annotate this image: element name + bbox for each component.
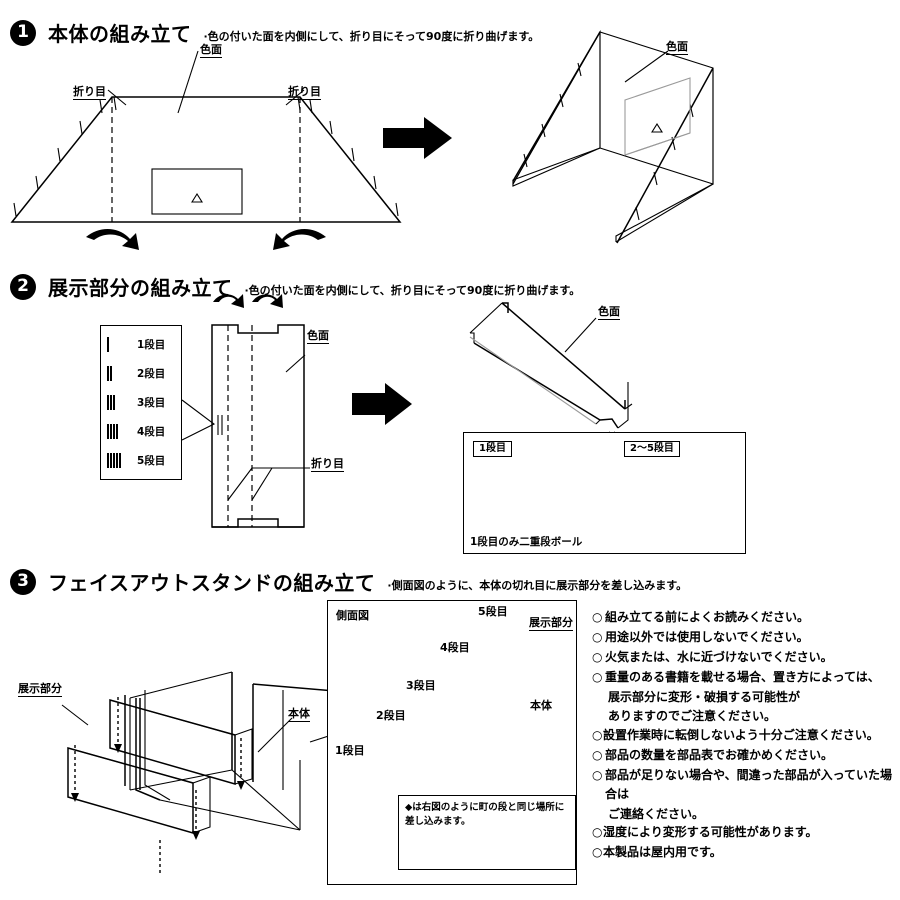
tier-marks-3 [107,395,129,410]
notice-bullet-icon: ○ [592,727,603,742]
notice-bullet-icon: ○ [592,649,603,664]
insert-note-box: ◆は右図のように町の段と同じ場所に差し込みます。 [398,795,576,870]
notice-item: ○ 組み立てる前によくお読みください。 [592,608,897,627]
step2-flat-panel [181,294,310,528]
notice-text: 用途以外では使用しないでください。 [605,629,809,644]
sideview-tier-2: 2段目 [376,709,406,722]
notice-text: 部品が足りない場合や、間違った部品が入っていた場合は [605,767,893,801]
label-color-face-folded-2: 色面 [598,305,620,321]
insert-note-text: ◆は右図のように町の段と同じ場所に差し込みます。 [405,802,565,827]
notice-bullet-icon: ○ [592,629,603,644]
notice-bullet-icon: ○ [592,669,603,684]
tier-label-3: 3段目 [137,397,166,409]
notice-text: 部品の数量を部品表でお確かめください。 [605,747,834,762]
notice-bullet-icon: ○ [592,825,603,840]
label-fold-2: 折り目 [311,457,344,473]
step1-folded-body [512,29,714,244]
step-3-note: ·側面図のように、本体の切れ目に展示部分を差し込みます。 [387,579,688,592]
detail-tag-tier1: 1段目 [473,441,512,457]
sideview-label-main-body: 本体 [530,699,552,712]
notice-item: ○ 用途以外では使用しないでください。 [592,628,897,647]
notice-continuation: ありますのでご注意ください。 [608,708,777,723]
sideview-title: 側面図 [336,609,369,622]
sideview-tier-5: 5段目 [478,605,508,618]
tier-legend-row: 4段目 [101,417,181,446]
step-1-number: 1 [10,19,36,46]
notice-text: 組み立てる前によくお読みください。 [605,610,810,624]
step-1-header: 1 本体の組み立て ·色の付いた面を内側にして、折り目にそって90度に折り曲げま… [10,18,539,47]
notice-item: ○ 本製品は屋内用です。 [592,843,897,862]
notice-item: ○ 部品が足りない場合や、間違った部品が入っていた場合は [592,766,897,804]
step2-folded-shelf [466,302,744,453]
step-3-title: フェイスアウトスタンドの組み立て [48,571,376,595]
notice-bullet-icon: ○ [592,610,603,624]
tier-legend-row: 2段目 [101,359,181,388]
notice-continuation: ご連絡ください。 [608,806,705,821]
notice-item: ○ 重量のある書籍を載せる場合、置き方によっては、 [592,668,897,687]
step-2-title: 展示部分の組み立て [48,276,233,300]
tier-detail-box: 1段目 2〜5段目 1段目のみ二重段ボール [463,432,746,554]
step-2-number: 2 [10,273,36,300]
label-display-part: 展示部分 [18,682,62,698]
notice-list: ○ 組み立てる前によくお読みください。 ○ 用途以外では使用しないでください。 … [592,608,897,863]
tier-label-5: 5段目 [137,455,166,467]
tier-marks-2 [107,366,129,381]
tier-label-4: 4段目 [137,426,166,438]
sideview-tier-4: 4段目 [440,641,470,654]
step-1-note: ·色の付いた面を内側にして、折り目にそって90度に折り曲げます。 [203,30,540,43]
step-1-title: 本体の組み立て [48,22,192,46]
label-main-body: 本体 [288,707,310,723]
notice-text: 重量のある書籍を載せる場合、置き方によっては、 [605,669,880,684]
notice-item: ○ 部品の数量を部品表でお確かめください。 [592,746,897,765]
step-2-note: ·色の付いた面を内側にして、折り目にそって90度に折り曲げます。 [244,284,581,297]
detail-tag-tier2-5: 2〜5段目 [624,441,680,457]
step-2-header: 2 展示部分の組み立て ·色の付いた面を内側にして、折り目にそって90度に折り曲… [10,272,580,301]
notice-item: ○ 火気または、水に近づけないでください。 [592,648,897,667]
notice-item: ○ 設置作業時に転倒しないよう十分ご注意ください。 [592,726,897,745]
sideview-tier-3: 3段目 [406,679,436,692]
notice-text: 設置作業時に転倒しないよう十分ご注意ください。 [603,727,879,742]
step1-flat-blank [10,50,402,250]
detail-caption: 1段目のみ二重段ボール [470,536,583,548]
notice-bullet-icon: ○ [592,747,603,762]
label-color-face-folded-1: 色面 [666,40,688,56]
notice-text: 火気または、水に近づけないでください。 [605,649,833,664]
label-fold-right: 折り目 [288,85,321,101]
notice-bullet-icon: ○ [592,767,603,782]
notice-continuation: 展示部分に変形・破損する可能性が [608,689,801,704]
notice-item: ○ 湿度により変形する可能性があります。 [592,823,897,842]
tier-marks-5 [107,453,129,468]
tier-label-2: 2段目 [137,368,166,380]
label-color-face-flat-1: 色面 [200,43,222,59]
tier-marks-1 [107,337,129,352]
tier-legend-row: 1段目 [101,330,181,359]
step-3-number: 3 [10,568,36,595]
notice-text: 本製品は屋内用です。 [603,845,722,860]
tier-legend-row: 5段目 [101,446,181,475]
tier-legend-row: 3段目 [101,388,181,417]
notice-bullet-icon: ○ [592,845,603,860]
step1-process-arrow [383,117,452,159]
step-3-header: 3 フェイスアウトスタンドの組み立て ·側面図のように、本体の切れ目に展示部分を… [10,567,687,596]
tier-legend: 1段目 2段目 3段目 4段目 5段目 [100,325,182,480]
label-color-face-flat-2: 色面 [307,329,329,345]
tier-marks-4 [107,424,129,439]
step2-process-arrow [352,383,412,425]
sideview-tier-1: 1段目 [335,744,365,757]
sideview-label-display-part: 展示部分 [529,616,573,632]
notice-text: 湿度により変形する可能性があります。 [603,825,818,840]
tier-label-1: 1段目 [137,339,166,351]
label-fold-left: 折り目 [73,85,106,101]
